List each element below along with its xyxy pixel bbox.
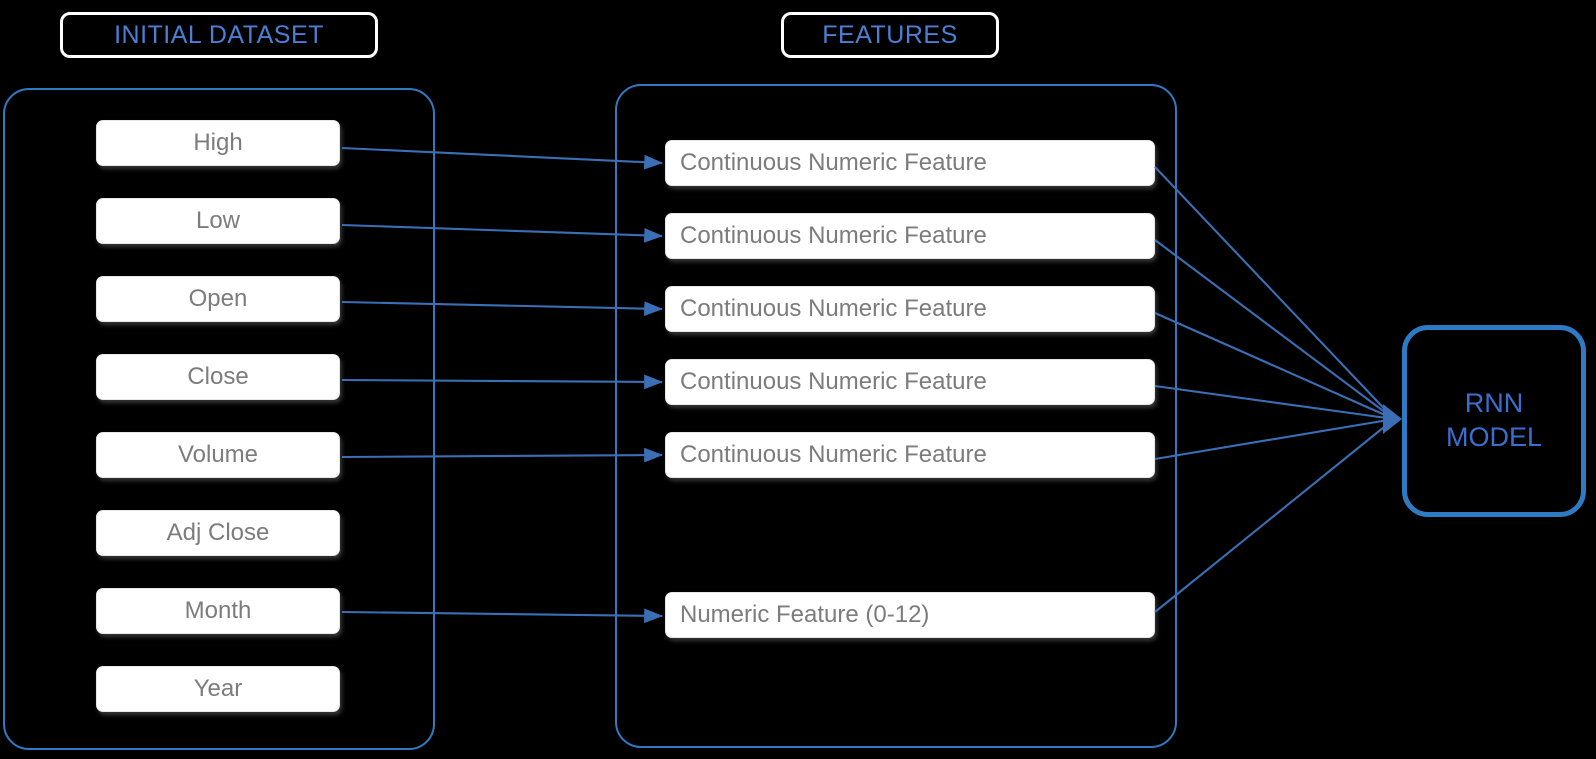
- section-title-features: FEATURES: [781, 12, 999, 58]
- rnn-model-node[interactable]: RNN MODEL: [1402, 325, 1586, 517]
- rnn-model-line1: RNN: [1464, 388, 1524, 419]
- feature-item-month-numeric[interactable]: Numeric Feature (0-12): [665, 592, 1155, 638]
- arrow-feature6-to-model: [1154, 418, 1395, 613]
- dataset-item-year[interactable]: Year: [96, 666, 340, 712]
- dataset-item-open[interactable]: Open: [96, 276, 340, 322]
- rnn-model-label: RNN MODEL: [1446, 387, 1542, 455]
- arrow-feature1-to-model: [1154, 166, 1395, 420]
- arrow-feature4-to-model: [1154, 384, 1395, 421]
- feature-item-3[interactable]: Continuous Numeric Feature: [665, 286, 1155, 332]
- dataset-item-volume[interactable]: Volume: [96, 432, 340, 478]
- feature-item-4[interactable]: Continuous Numeric Feature: [665, 359, 1155, 405]
- dataset-item-close[interactable]: Close: [96, 354, 340, 400]
- feature-item-1[interactable]: Continuous Numeric Feature: [665, 140, 1155, 186]
- arrow-feature3-to-model: [1154, 312, 1395, 420]
- model-input-arrowhead: [1383, 404, 1402, 434]
- feature-item-2[interactable]: Continuous Numeric Feature: [665, 213, 1155, 259]
- arrow-feature5-to-model: [1154, 417, 1395, 461]
- dataset-item-adj-close[interactable]: Adj Close: [96, 510, 340, 556]
- dataset-item-month[interactable]: Month: [96, 588, 340, 634]
- dataset-item-low[interactable]: Low: [96, 198, 340, 244]
- rnn-model-line2: MODEL: [1445, 422, 1543, 452]
- feature-item-5[interactable]: Continuous Numeric Feature: [665, 432, 1155, 478]
- arrow-feature2-to-model: [1154, 239, 1395, 420]
- section-title-initial-dataset: INITIAL DATASET: [60, 12, 378, 58]
- dataset-item-high[interactable]: High: [96, 120, 340, 166]
- initial-dataset-container: [3, 88, 435, 750]
